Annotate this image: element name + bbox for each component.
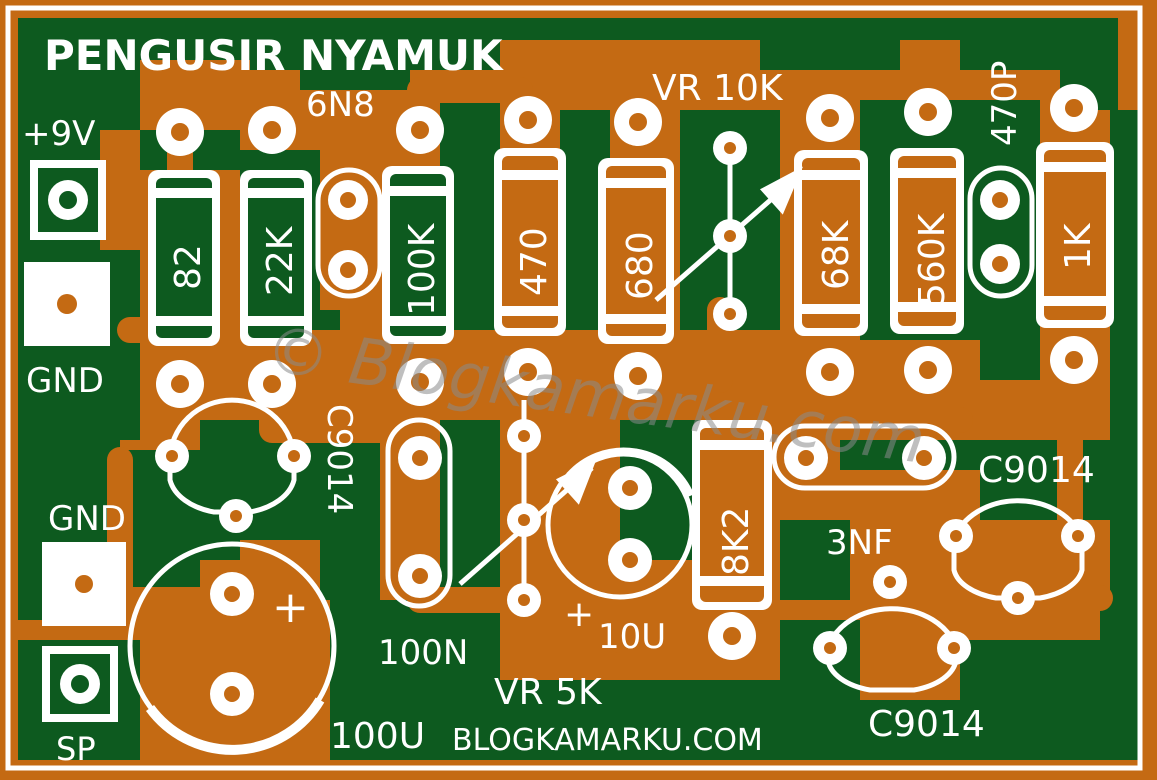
resistor-r1: [148, 170, 220, 346]
gnd-terminal-bottom-pad: [42, 542, 126, 626]
resistor-r7-label: 560K: [912, 212, 953, 306]
resistor-r8: [1036, 142, 1114, 328]
power-label: +9V: [22, 114, 95, 154]
gnd-terminal-top-pad: [24, 262, 110, 346]
capacitor-10u-label: 10U: [598, 617, 666, 657]
capacitor-100u-outline: [127, 541, 337, 755]
resistor-r1-label: 82: [168, 244, 209, 290]
component-pads: [155, 84, 1098, 716]
capacitor-100n-label: 100N: [378, 633, 468, 673]
transistor-q2-outline: [951, 498, 1085, 601]
board-title: PENGUSIR NYAMUK: [44, 31, 504, 80]
gnd-label-bottom: GND: [48, 499, 126, 539]
power-terminal-pad: [30, 160, 106, 240]
gnd-label-top: GND: [26, 361, 104, 401]
transistor-q3-label: C9014: [868, 704, 985, 745]
trimpot-vr10k-label: VR 10K: [652, 68, 784, 109]
transistor-q1-label: C9014: [319, 404, 359, 514]
capacitor-3nf-outline: [771, 423, 957, 491]
trimpot-vr5k-label: VR 5K: [494, 672, 603, 713]
resistor-r5: [598, 158, 674, 344]
resistor-r4: [494, 148, 566, 336]
resistor-r3: [382, 166, 454, 344]
resistor-r5-label: 680: [620, 231, 661, 300]
resistor-r6: [794, 150, 868, 336]
capacitor-100n-outline: [385, 417, 453, 609]
capacitor-100u-label: 100U: [330, 716, 425, 757]
transistor-q2-label: C9014: [978, 450, 1095, 491]
resistor-r9-label: 8K2: [716, 507, 757, 576]
capacitor-470p-outline: [967, 165, 1035, 299]
capacitor-6n8-outline: [315, 167, 383, 299]
footer-url: BLOGKAMARKU.COM: [452, 723, 763, 758]
resistor-r6-label: 68K: [816, 219, 857, 290]
capacitor-470p-label: 470P: [985, 61, 1025, 146]
speaker-terminal-pad: [42, 646, 118, 722]
board-outline: [5, 5, 1143, 771]
resistor-r4-label: 470: [514, 227, 555, 296]
capacitor-3nf-label: 3NF: [826, 523, 893, 563]
capacitor-100u-plus: +: [272, 582, 309, 633]
capacitor-10u-plus: +: [564, 594, 594, 635]
resistor-r3-label: 100K: [402, 222, 443, 316]
capacitor-6n8-label: 6N8: [306, 85, 375, 125]
resistor-r8-label: 1K: [1058, 222, 1099, 270]
resistor-r9: [692, 420, 772, 610]
resistor-r7: [890, 148, 964, 334]
resistor-r2-label: 22K: [260, 225, 301, 296]
capacitor-10u-outline: [545, 447, 695, 600]
resistor-r2: [240, 170, 312, 346]
speaker-label: SP: [56, 730, 96, 768]
